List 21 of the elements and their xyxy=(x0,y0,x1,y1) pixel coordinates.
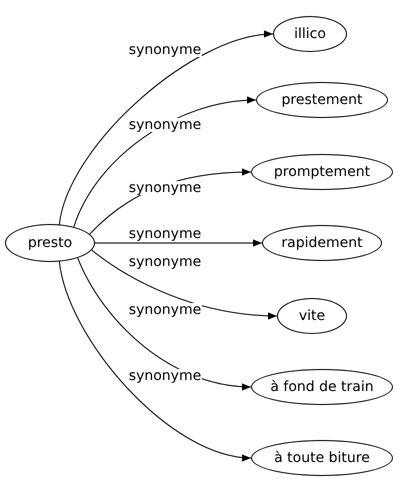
arrow xyxy=(94,239,262,247)
arrow xyxy=(73,96,256,228)
ellipse-node: illico xyxy=(273,16,347,52)
arrow xyxy=(77,257,252,390)
edge-label: synonyme xyxy=(128,43,202,57)
ellipse-node: vite xyxy=(277,298,347,334)
ellipse-node: à fond de train xyxy=(251,369,393,405)
ellipse-node: prestement xyxy=(256,82,388,118)
edge-label: synonyme xyxy=(128,227,202,241)
edge-label: synonyme xyxy=(128,369,202,383)
edge-label: synonyme xyxy=(128,255,202,269)
edge-label: synonyme xyxy=(128,118,202,132)
arrow xyxy=(91,250,278,320)
ellipse-node: presto xyxy=(5,224,95,262)
arrow xyxy=(58,261,252,461)
ellipse-node: à toute biture xyxy=(251,440,393,476)
edge-label: synonyme xyxy=(128,303,202,317)
ellipse-node: promptement xyxy=(251,154,393,190)
ellipse-node: rapidement xyxy=(262,225,382,261)
edge-label: synonyme xyxy=(128,181,202,195)
arrow xyxy=(58,31,274,225)
